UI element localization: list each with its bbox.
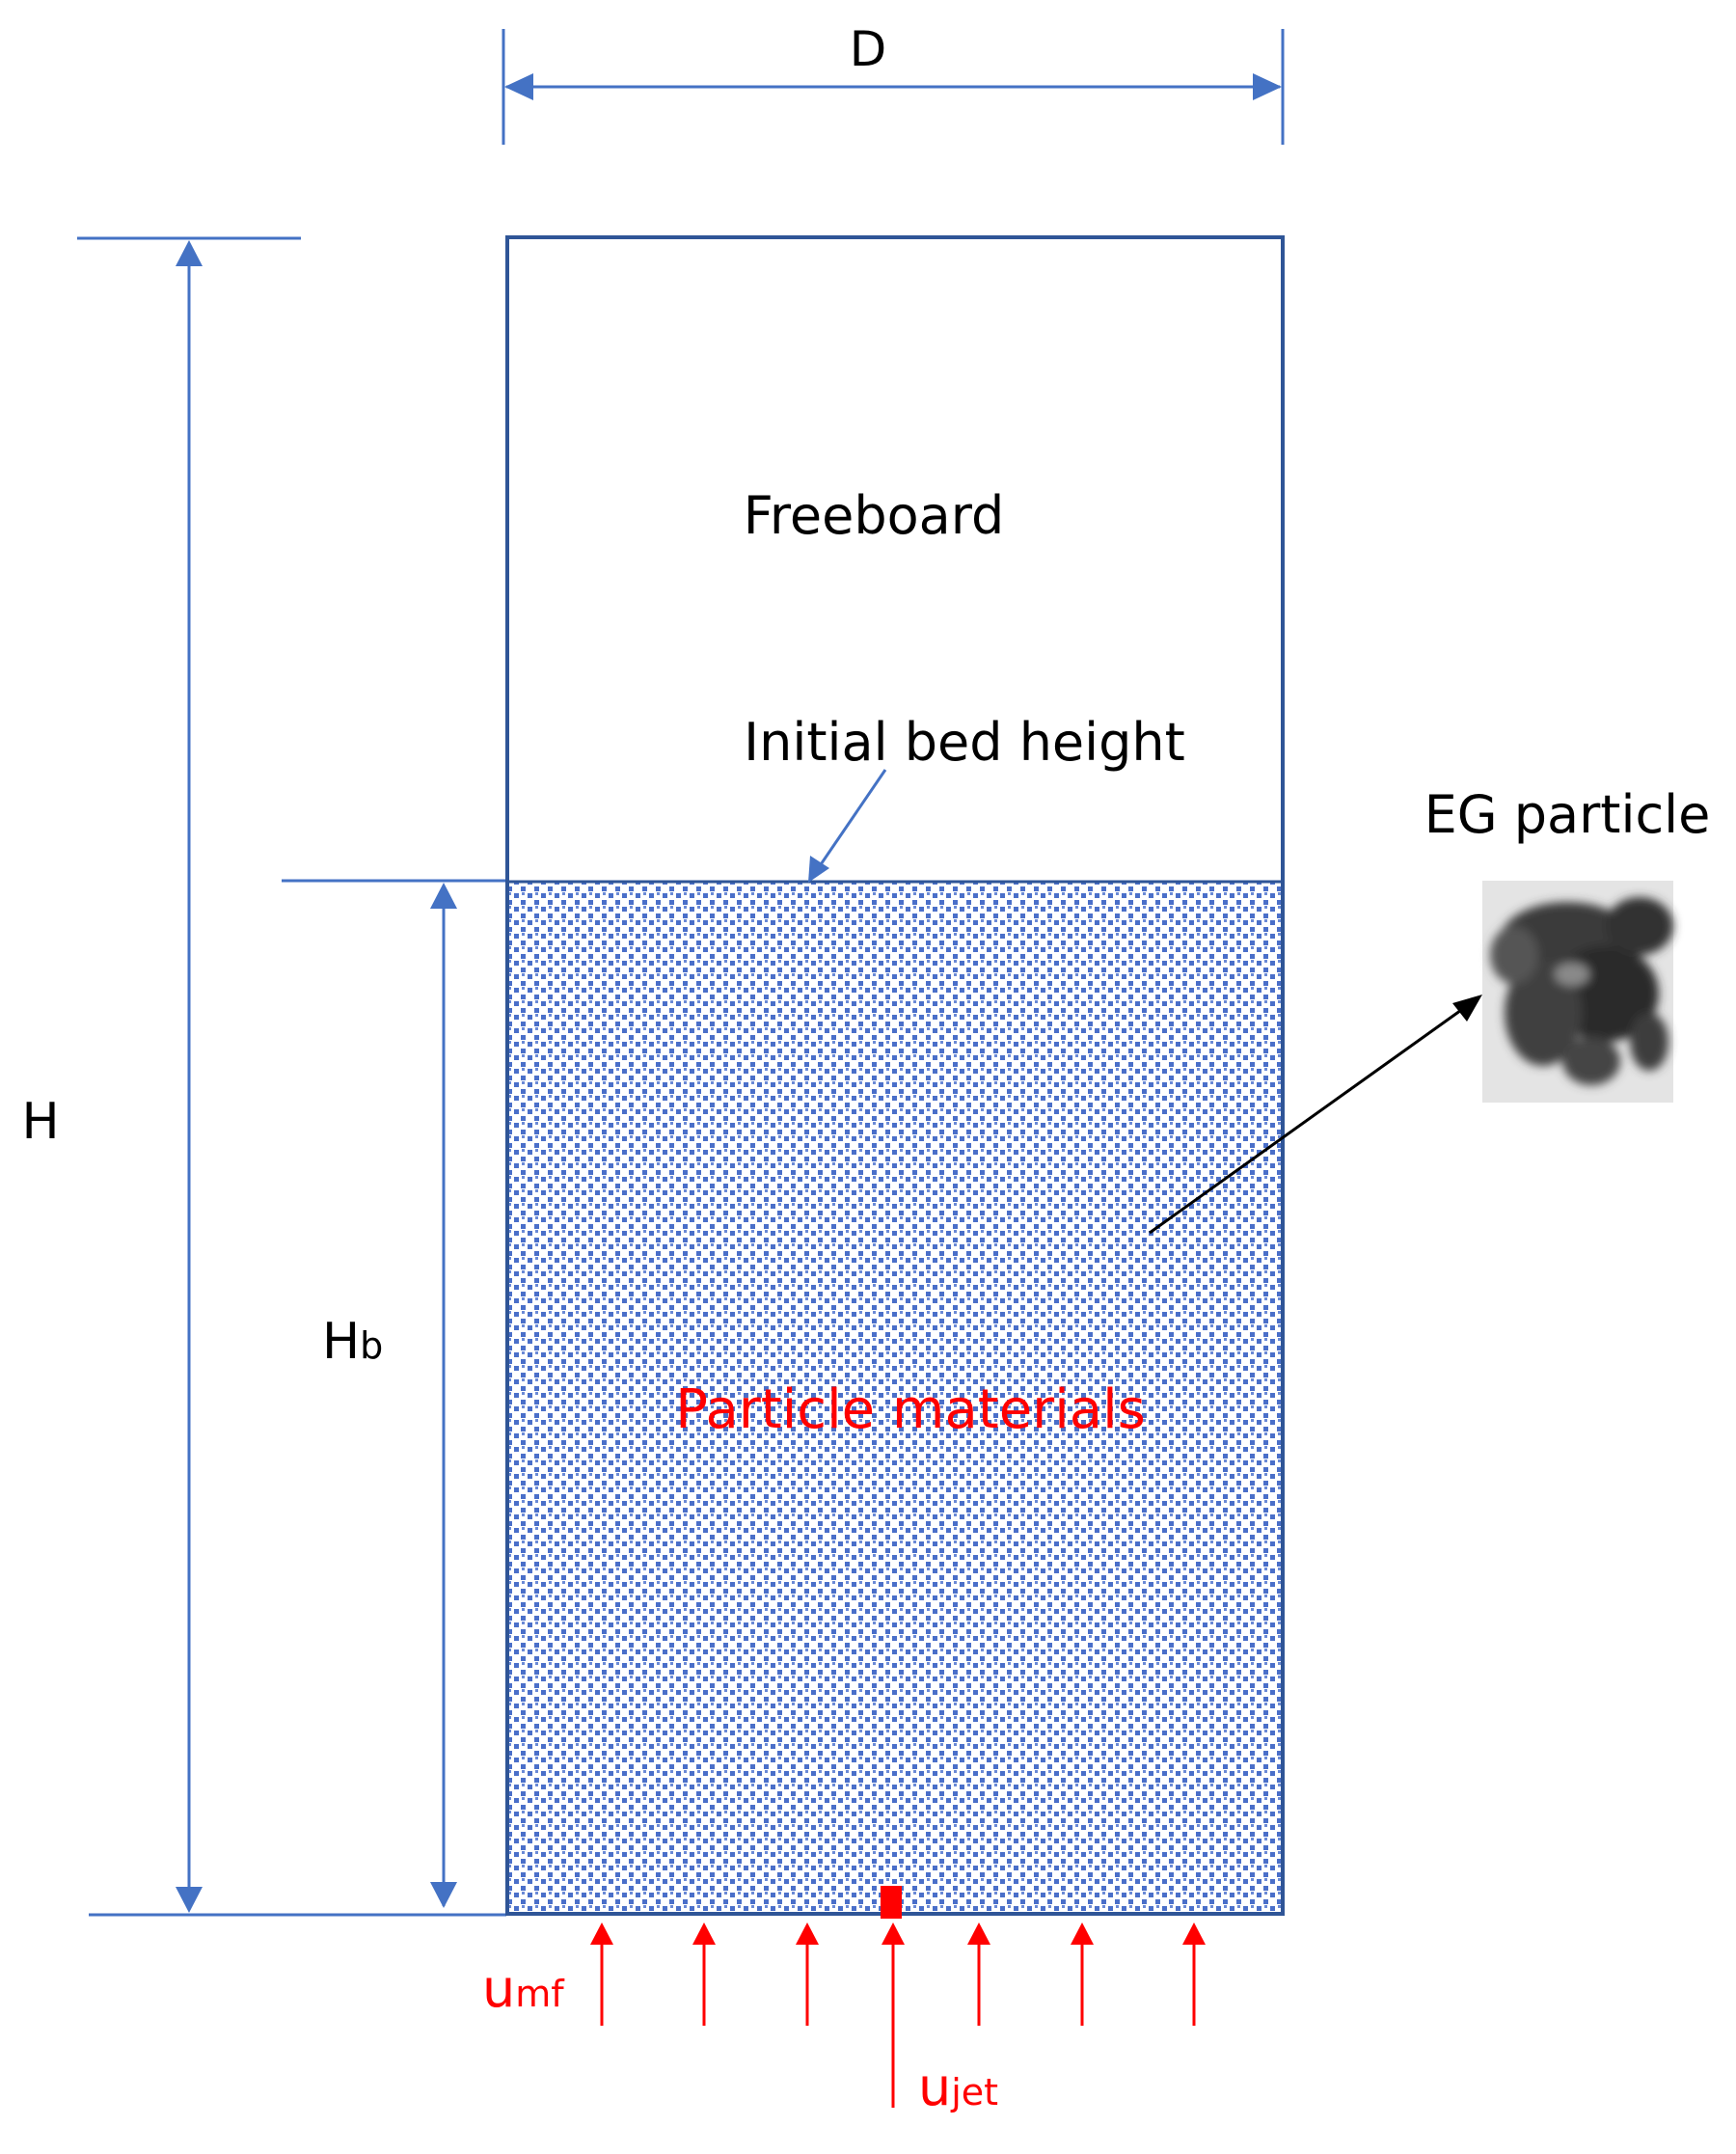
umf-arrow-3 [796, 1922, 819, 2026]
bed-arrow-top-icon [430, 883, 457, 909]
eg-particle-label: EG particle [1424, 784, 1711, 845]
eg-particle-photo-icon [1482, 881, 1673, 1103]
width-label: D [850, 21, 887, 77]
initial-bed-height-label: Initial bed height [744, 712, 1185, 773]
umf-label: umf [482, 1958, 565, 2019]
initial-bed-pointer-arrow-icon [808, 856, 829, 883]
total-height-dimension: H [21, 236, 506, 1917]
jet-nozzle [881, 1886, 902, 1919]
umf-arrow-1 [590, 1922, 613, 2026]
umf-arrow-2 [692, 1922, 716, 2026]
eg-pointer-arrow-icon [1452, 995, 1482, 1022]
inlet-flow-arrows [590, 1922, 1206, 2108]
umf-arrow-4 [967, 1922, 990, 2026]
jet-arrow [882, 1922, 905, 2108]
width-dimension: D [502, 21, 1285, 145]
umf-arrow-5 [1071, 1922, 1094, 2026]
width-arrow-left-icon [504, 73, 533, 100]
height-arrow-bottom-icon [176, 1887, 203, 1913]
height-arrow-top-icon [176, 240, 203, 266]
ujet-label: ujet [918, 2057, 998, 2117]
bed-arrow-bottom-icon [430, 1882, 457, 1908]
bed-height-dimension: Hb [282, 879, 506, 1908]
bed-height-label: Hb [322, 1313, 383, 1371]
total-height-label: H [21, 1093, 59, 1151]
initial-bed-pointer [813, 769, 887, 874]
eg-pointer [1149, 1001, 1472, 1235]
freeboard-label: Freeboard [744, 485, 1005, 546]
umf-arrow-6 [1182, 1922, 1206, 2026]
width-arrow-right-icon [1253, 73, 1282, 100]
particle-bed [507, 882, 1283, 1914]
particle-materials-label: Particle materials [675, 1378, 1146, 1441]
vessel [505, 235, 1285, 1916]
